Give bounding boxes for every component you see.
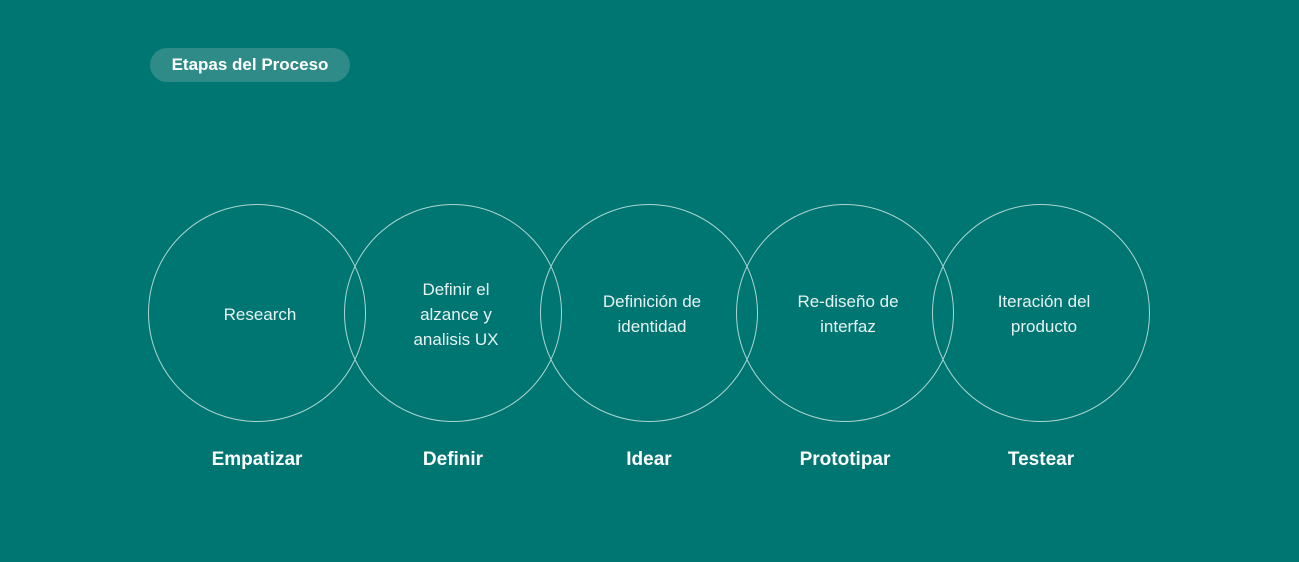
stage-description: Iteración del producto [934, 204, 1154, 424]
stage-label-empatizar: Empatizar [211, 449, 303, 470]
process-stages-badge: Etapas del Proceso [150, 48, 350, 82]
stage-label-idear: Idear [626, 449, 672, 470]
stage-description-text: Re-diseño de interfaz [797, 292, 899, 336]
stage-label-prototipar: Prototipar [799, 449, 891, 470]
stage-description-text: Iteración del producto [997, 292, 1091, 336]
stage-description-text: Research [223, 304, 297, 324]
stage-description: Research [150, 204, 370, 424]
stage-description: Definir el alzance y analisis UX [346, 204, 566, 424]
stage-label-definir: Definir [422, 449, 484, 470]
stage-label-testear: Testear [1007, 449, 1075, 470]
stage-description: Re-diseño de interfaz [738, 204, 958, 424]
stage-circle [932, 204, 1150, 422]
stage-description-text: Definición de identidad [602, 292, 702, 336]
stage-description-text: Definir el alzance y analisis UX [413, 279, 499, 349]
stage-description: Definición de identidad [542, 204, 762, 424]
